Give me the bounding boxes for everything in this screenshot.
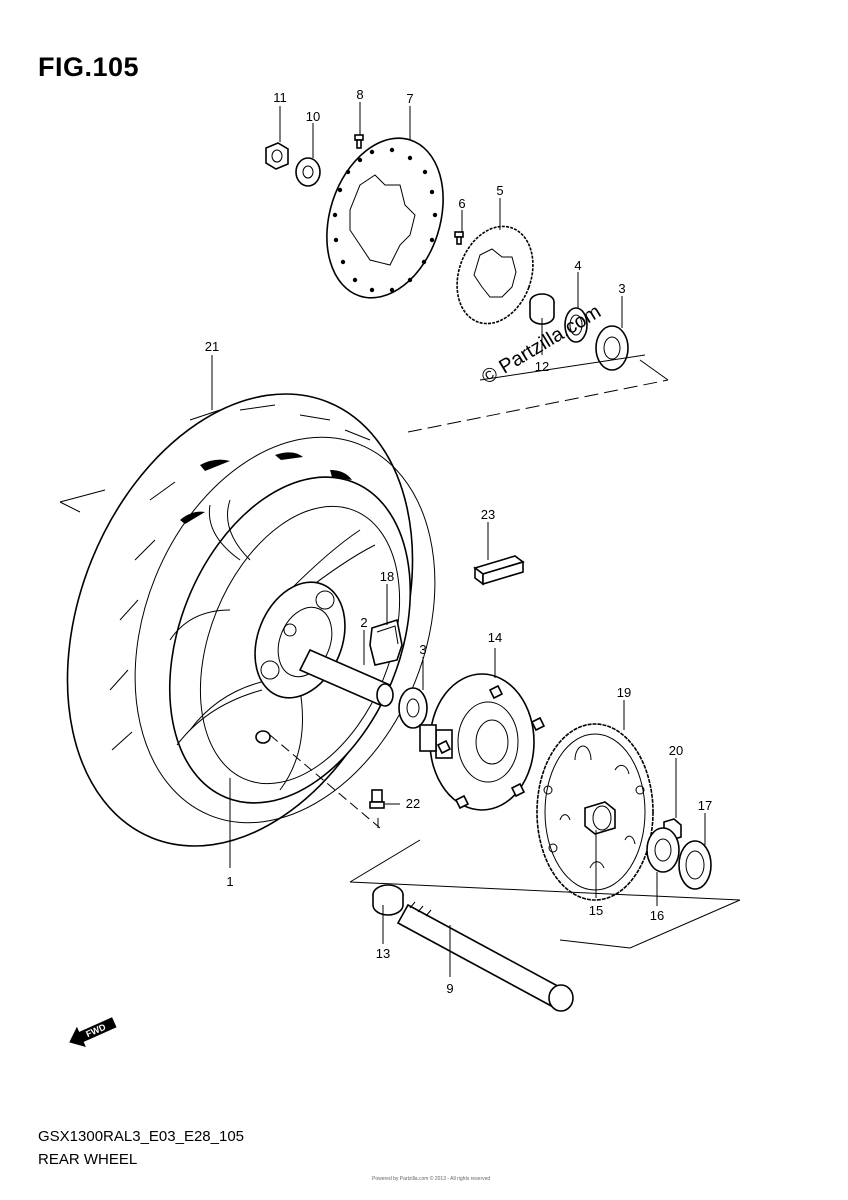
callout-3-lower: 3 (419, 642, 426, 657)
callout-5: 5 (496, 183, 503, 198)
callout-15: 15 (589, 903, 603, 918)
part-rear-axle[interactable] (396, 901, 574, 1012)
callout-20: 20 (669, 743, 683, 758)
callout-labels: 11 10 8 7 6 5 4 3 12 21 23 18 2 3 14 19 … (205, 87, 712, 996)
fwd-arrow-icon: FWD (69, 1017, 117, 1048)
callout-17: 17 (698, 798, 712, 813)
model-code: GSX1300RAL3_E03_E28_105 (38, 1128, 245, 1145)
part-bearing-upper[interactable] (595, 325, 629, 371)
part-axle-collar[interactable] (372, 884, 404, 916)
callout-19: 19 (617, 685, 631, 700)
callout-2: 2 (360, 615, 367, 630)
callout-6: 6 (458, 196, 465, 211)
callout-3-upper: 3 (618, 281, 625, 296)
part-bearing-right[interactable] (646, 827, 680, 873)
part-wheel-rim[interactable] (124, 441, 455, 839)
callout-12: 12 (535, 359, 549, 374)
callout-21: 21 (205, 339, 219, 354)
callout-18: 18 (380, 569, 394, 584)
part-sensor-rotor[interactable] (444, 216, 546, 335)
callout-9: 9 (446, 981, 453, 996)
diagram-name: REAR WHEEL (38, 1151, 138, 1168)
callout-22: 22 (406, 796, 420, 811)
guide-lines (59, 102, 741, 977)
callout-16: 16 (650, 908, 664, 923)
part-sprocket-drum[interactable] (419, 673, 546, 811)
part-washer[interactable] (295, 157, 321, 187)
part-air-valve[interactable] (369, 789, 385, 809)
part-disc-bolt[interactable] (354, 134, 364, 149)
fwd-label: FWD (84, 1022, 107, 1040)
callout-23: 23 (481, 507, 495, 522)
callout-8: 8 (356, 87, 363, 102)
figure-title: FIG.105 (38, 52, 140, 82)
callout-11: 11 (273, 90, 287, 105)
part-spacer-left[interactable] (529, 293, 555, 325)
part-balance-weight[interactable] (473, 555, 525, 586)
part-brake-disc[interactable] (307, 123, 462, 313)
callout-7: 7 (406, 91, 413, 106)
part-axle-nut[interactable] (265, 142, 289, 170)
part-sprocket-spacer[interactable] (584, 801, 616, 835)
callout-4: 4 (574, 258, 581, 273)
callout-14: 14 (488, 630, 502, 645)
callout-13: 13 (376, 946, 390, 961)
callout-10: 10 (306, 109, 320, 124)
part-axle-spacer[interactable] (298, 648, 394, 707)
callout-1: 1 (226, 874, 233, 889)
fine-print: Powered by Partzilla.com © 2013 - All ri… (372, 1176, 491, 1182)
part-damper[interactable] (369, 618, 403, 666)
part-sensor-rotor-bolt[interactable] (454, 231, 464, 245)
part-oil-seal-left[interactable] (564, 307, 588, 343)
part-bearing-lower[interactable] (398, 687, 428, 729)
part-oil-seal-right[interactable] (678, 840, 712, 890)
